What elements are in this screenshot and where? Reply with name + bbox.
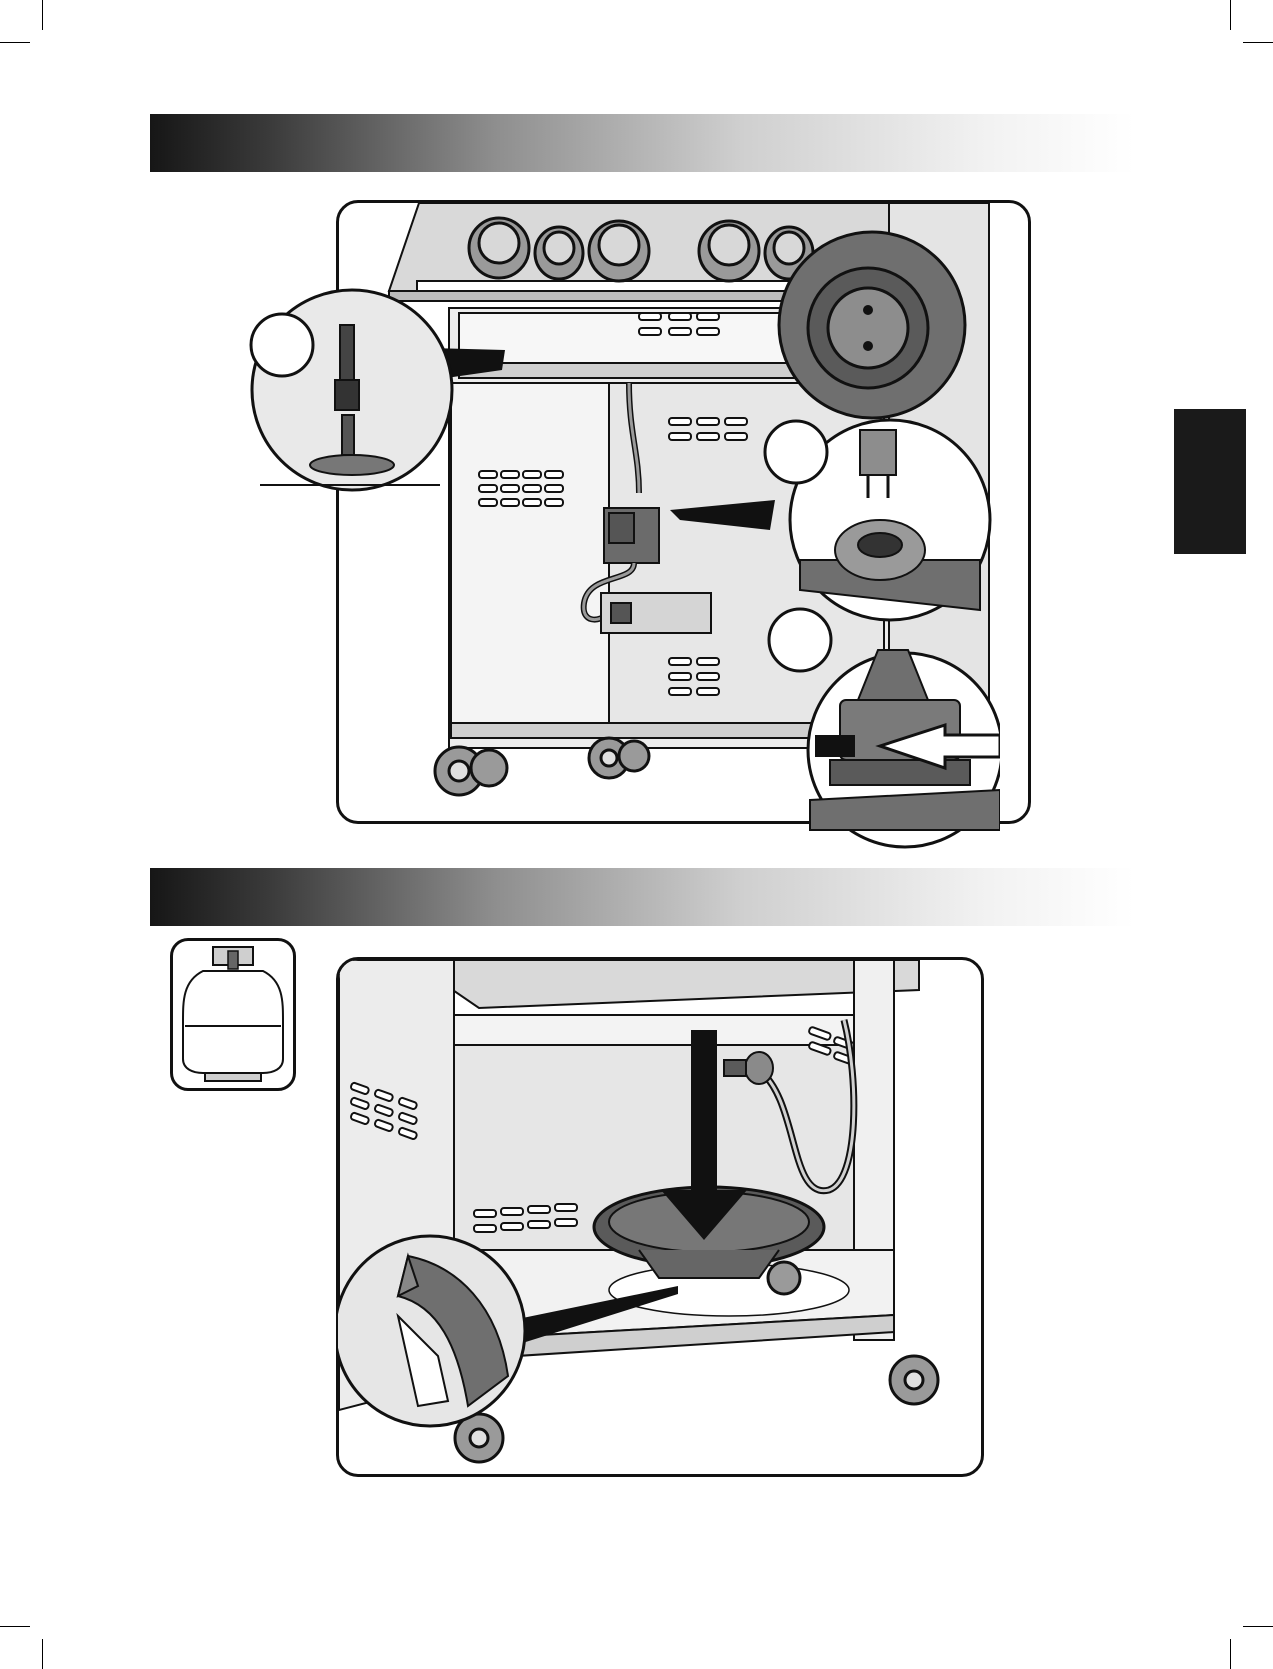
crop-mark [42, 0, 43, 30]
crop-mark [1243, 42, 1273, 43]
callout-b-detail [670, 420, 990, 620]
section-1-header-bar [150, 114, 1135, 172]
socket-detail [779, 232, 965, 418]
section-2-header-text [150, 884, 164, 909]
crop-mark [42, 1639, 43, 1669]
section-1-header-text [150, 130, 164, 155]
propane-cylinder-box [170, 938, 296, 1091]
section-2-header-bar [150, 868, 1135, 926]
crop-mark [1243, 1626, 1273, 1627]
crop-mark [1230, 0, 1231, 30]
crop-mark [0, 42, 30, 43]
section-2-detail-overlay [338, 1226, 738, 1431]
callout-c-badge [769, 609, 831, 671]
section-1-detail-overlay [240, 230, 1000, 850]
callout-b-badge [765, 421, 827, 483]
side-tab [1174, 409, 1246, 554]
crop-mark [0, 1626, 30, 1627]
propane-cylinder-icon [173, 941, 293, 1088]
callout-a-badge [251, 314, 313, 376]
crop-mark [1230, 1639, 1231, 1669]
